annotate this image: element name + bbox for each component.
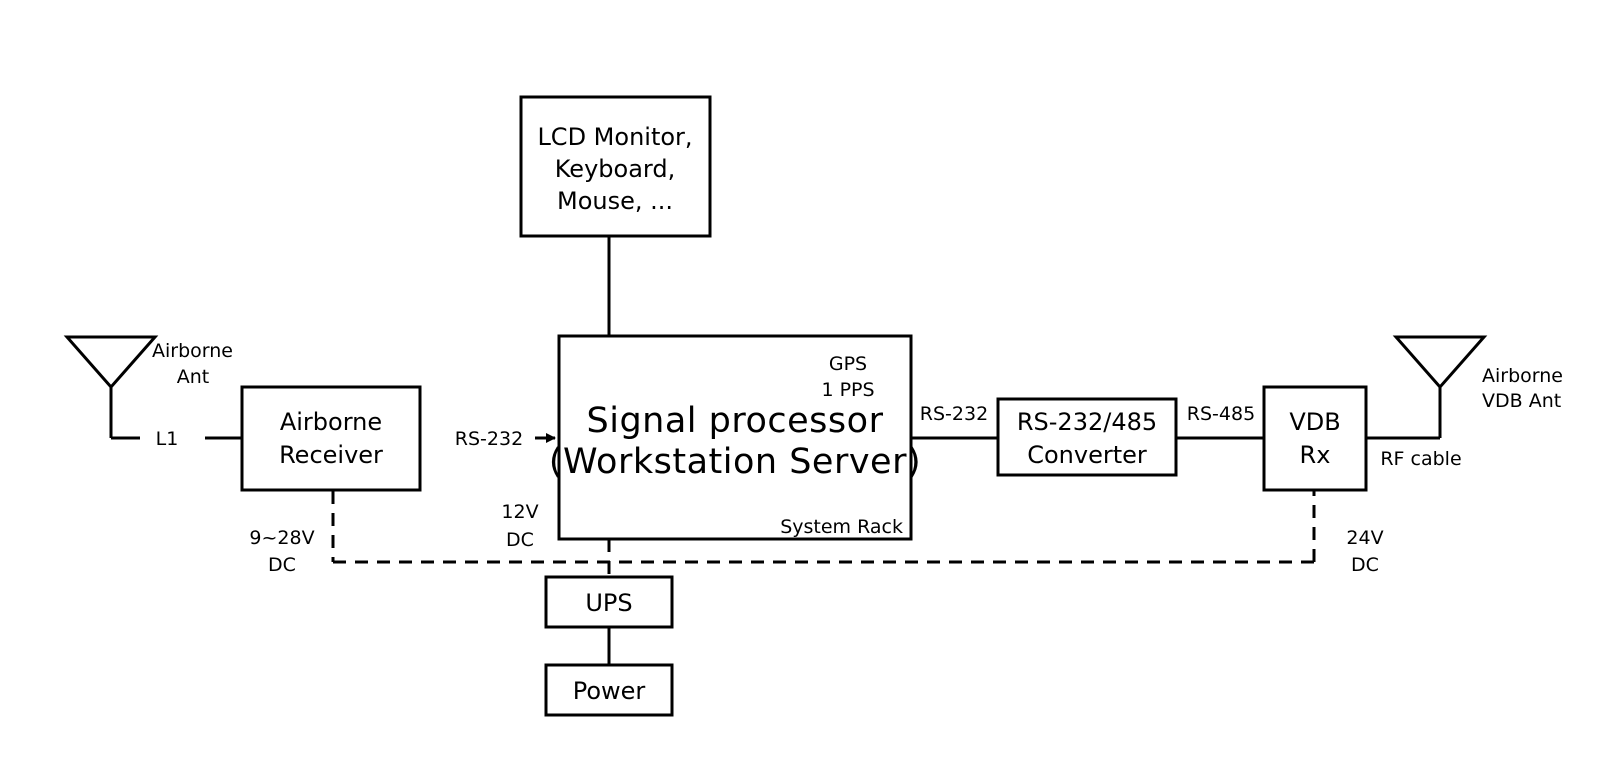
receiver-label-line-2: Receiver	[279, 441, 383, 469]
converter-label-line-1: RS-232/485	[1017, 408, 1157, 436]
converter-box: RS-232/485 Converter	[996, 397, 1178, 477]
right-antenna-label-line-1: Airborne	[1482, 365, 1563, 387]
converter-label-line-2: Converter	[1027, 441, 1147, 469]
power-box: Power	[544, 663, 674, 717]
vdb-label-line-2: Rx	[1300, 441, 1331, 469]
vdb-rx-box: VDB Rx	[1262, 385, 1368, 492]
ups-box: UPS	[544, 575, 674, 629]
lcd-label-line-2: Keyboard,	[555, 155, 675, 183]
left-antenna-label-line-2: Ant	[177, 366, 210, 388]
rs232-left-label: RS-232	[455, 428, 523, 450]
pps-label: 1 PPS	[821, 379, 874, 401]
right-antenna-icon	[1366, 335, 1488, 440]
left-antenna-label-line-1: Airborne	[152, 340, 233, 362]
processor-title: Signal processor	[587, 401, 884, 441]
rf-cable-label: RF cable	[1380, 448, 1461, 470]
server-dc-label-line-2: DC	[506, 529, 534, 551]
left-antenna-icon	[63, 335, 159, 440]
lcd-label-line-3: Mouse, ...	[557, 187, 673, 215]
receiver-label-line-1: Airborne	[280, 408, 382, 436]
signal-processor-box: GPS 1 PPS Signal processor (Workstation …	[549, 334, 921, 541]
vdb-dc-label-line-1: 24V	[1346, 527, 1383, 549]
system-rack-label: System Rack	[780, 516, 903, 538]
dc-power-bus	[331, 491, 1316, 577]
rs232-right-label: RS-232	[920, 403, 988, 425]
rs485-label: RS-485	[1187, 403, 1255, 425]
l1-label: L1	[156, 428, 179, 450]
gps-label: GPS	[829, 353, 867, 375]
vdb-dc-label-line-2: DC	[1351, 554, 1379, 576]
power-label: Power	[573, 677, 646, 705]
server-dc-label-line-1: 12V	[501, 501, 538, 523]
processor-subtitle: (Workstation Server)	[549, 442, 921, 482]
lcd-monitor-box: LCD Monitor, Keyboard, Mouse, ...	[519, 95, 712, 238]
ups-label: UPS	[585, 589, 632, 617]
lcd-label-line-1: LCD Monitor,	[537, 123, 692, 151]
receiver-dc-label-line-1: 9~28V	[249, 527, 314, 549]
airborne-receiver-box: Airborne Receiver	[240, 385, 422, 492]
vdb-label-line-1: VDB	[1289, 408, 1340, 436]
receiver-dc-label-line-2: DC	[268, 554, 296, 576]
right-antenna-label-line-2: VDB Ant	[1482, 390, 1561, 412]
